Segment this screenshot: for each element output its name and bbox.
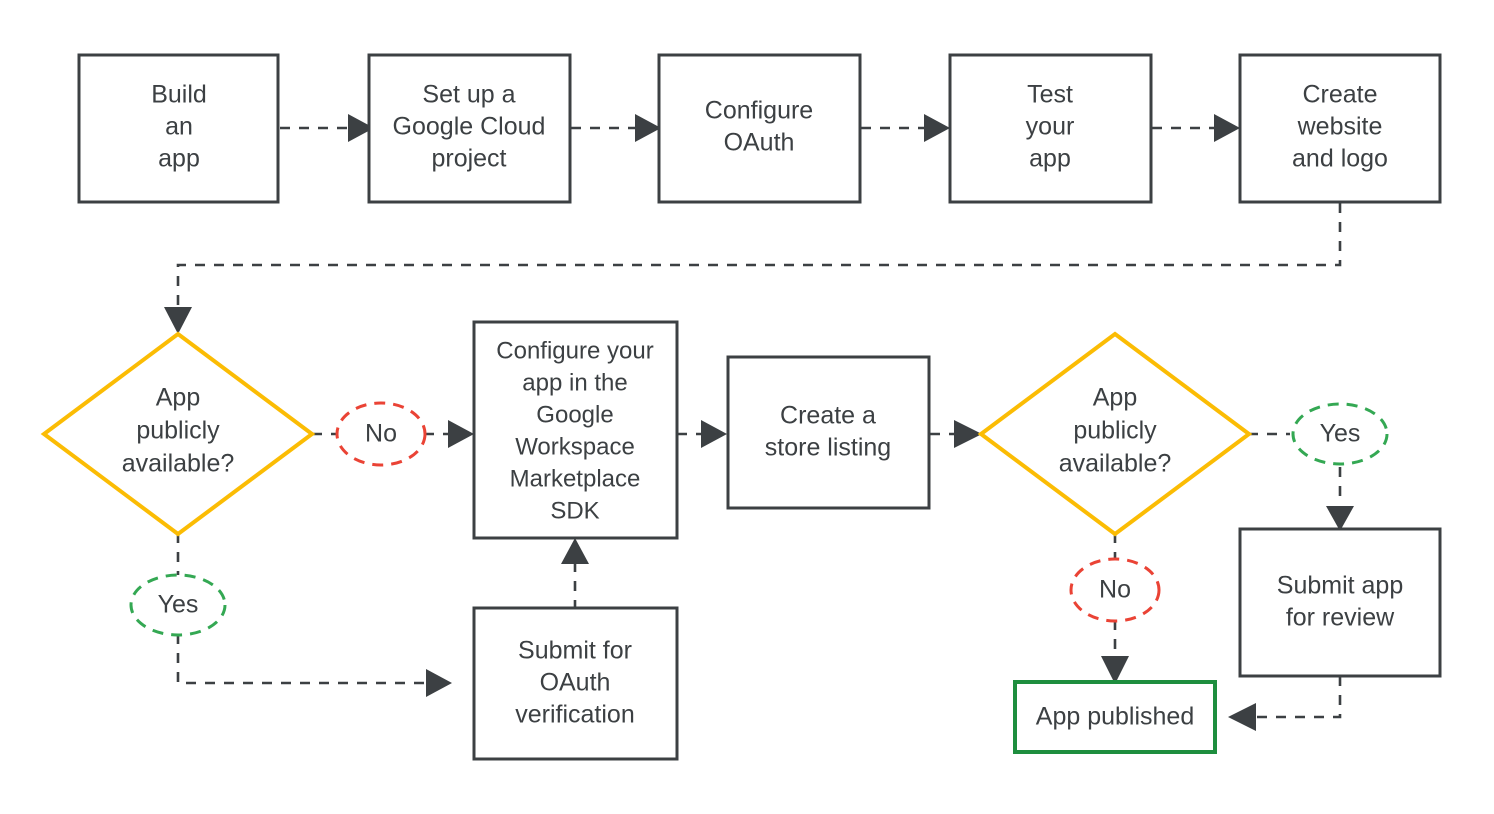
node-decision-left-line-0: App [156, 384, 200, 412]
edge-oauth-verification-to-sdk [561, 538, 589, 610]
node-configure-oauth-line-1: OAuth [724, 129, 795, 157]
node-configure-sdk-line-1: app in the [522, 369, 627, 396]
node-store-listing[interactable]: Create a store listing [726, 355, 931, 510]
node-decision-left[interactable]: App publicly available? [40, 331, 316, 537]
node-oauth-verification[interactable]: Submit for OAuth verification [472, 606, 679, 761]
edge-label-right-yes: Yes [1291, 402, 1389, 466]
node-gcp-project-line-0: Set up a [422, 81, 515, 109]
node-decision-left-line-1: publicly [136, 417, 220, 445]
node-submit-review-line-0: Submit app [1277, 572, 1403, 600]
node-gcp-project[interactable]: Set up a Google Cloud project [367, 53, 572, 204]
edge-decision-right-yes [1248, 432, 1354, 531]
edge-website-to-decision-left [164, 203, 1342, 334]
node-app-published[interactable]: App published [1013, 680, 1217, 754]
node-configure-sdk[interactable]: Configure your app in the Google Workspa… [472, 320, 679, 540]
node-submit-review-line-1: for review [1286, 604, 1395, 632]
node-test-app[interactable]: Test your app [948, 53, 1153, 204]
node-website-logo-line-1: website [1297, 113, 1383, 141]
node-configure-sdk-line-3: Workspace [515, 433, 635, 460]
edge-oauth-to-test [861, 114, 950, 142]
node-store-listing-line-0: Create a [780, 402, 876, 430]
node-website-logo-line-2: and logo [1292, 145, 1388, 173]
edge-gcp-to-oauth [571, 114, 661, 142]
node-build-app[interactable]: Build an app [77, 53, 280, 204]
node-configure-sdk-line-0: Configure your [496, 337, 653, 364]
node-oauth-verification-line-0: Submit for [518, 637, 632, 665]
edge-label-left-no-text: No [365, 420, 397, 448]
node-test-app-line-2: app [1029, 145, 1071, 173]
edge-test-to-website [1152, 114, 1240, 142]
node-oauth-verification-line-2: verification [515, 701, 635, 729]
edge-label-left-yes-text: Yes [158, 591, 199, 619]
node-configure-sdk-line-2: Google [536, 401, 613, 428]
edge-store-listing-to-decision-right [930, 420, 982, 448]
node-build-app-line-2: app [158, 145, 200, 173]
node-submit-review[interactable]: Submit app for review [1238, 527, 1442, 678]
edge-decision-left-no [312, 420, 474, 448]
edge-decision-left-yes [176, 533, 452, 697]
edge-decision-right-no [1101, 533, 1129, 684]
node-configure-sdk-line-4: Marketplace [510, 465, 641, 492]
node-test-app-line-1: your [1026, 113, 1075, 141]
edge-submit-review-to-published [1228, 676, 1342, 731]
edge-label-left-no: No [335, 401, 427, 467]
edge-build-to-gcp [280, 114, 374, 142]
node-website-logo[interactable]: Create website and logo [1238, 53, 1442, 204]
node-decision-left-line-2: available? [122, 450, 235, 478]
edge-sdk-to-store-listing [677, 420, 727, 448]
edge-label-right-no-text: No [1099, 576, 1131, 604]
node-store-listing-line-1: store listing [765, 434, 891, 462]
node-decision-right-line-1: publicly [1073, 417, 1157, 445]
node-app-published-line-0: App published [1036, 703, 1194, 731]
node-decision-right[interactable]: App publicly available? [977, 331, 1253, 537]
edge-label-left-yes: Yes [129, 573, 227, 637]
node-build-app-line-0: Build [151, 81, 207, 109]
node-website-logo-line-0: Create [1302, 81, 1377, 109]
node-decision-right-line-0: App [1093, 384, 1137, 412]
node-configure-oauth-line-0: Configure [705, 97, 813, 125]
node-oauth-verification-line-1: OAuth [540, 669, 611, 697]
node-configure-sdk-line-5: SDK [550, 497, 599, 524]
node-configure-oauth[interactable]: Configure OAuth [657, 53, 862, 204]
node-gcp-project-line-2: project [431, 145, 506, 173]
edge-label-right-yes-text: Yes [1320, 420, 1361, 448]
node-build-app-line-1: an [165, 113, 193, 141]
node-gcp-project-line-1: Google Cloud [393, 113, 546, 141]
node-decision-right-line-2: available? [1059, 450, 1172, 478]
edge-label-right-no: No [1069, 557, 1161, 623]
node-test-app-line-0: Test [1027, 81, 1073, 109]
